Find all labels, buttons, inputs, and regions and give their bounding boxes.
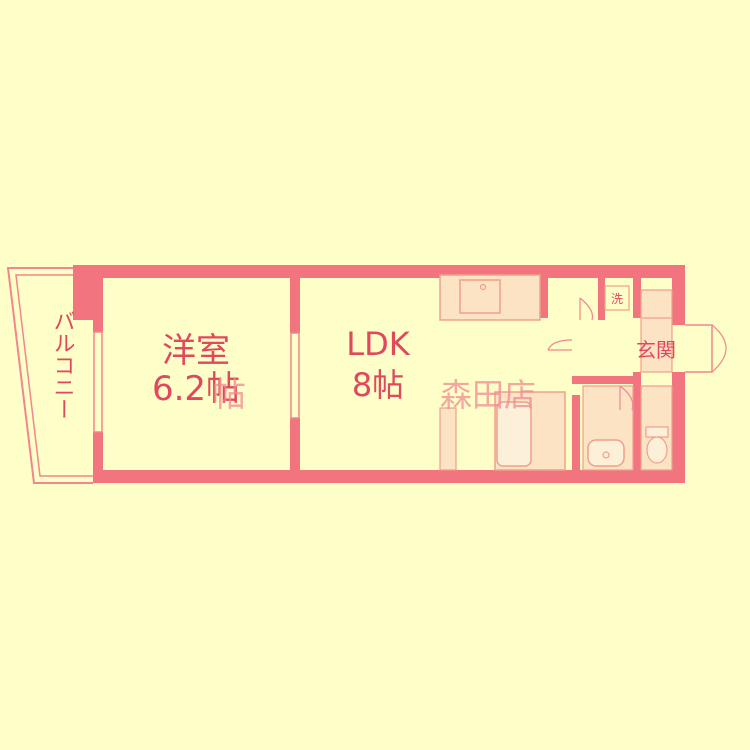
windows bbox=[93, 331, 300, 433]
entrance-label: 玄関 bbox=[636, 338, 676, 362]
bathroom bbox=[494, 391, 566, 471]
laundry-label: 洗 bbox=[611, 292, 623, 306]
toilet bbox=[640, 385, 673, 471]
doors bbox=[547, 297, 634, 411]
entrance-area bbox=[640, 289, 727, 373]
western-room-name: 洋室 bbox=[162, 331, 230, 371]
washbasin bbox=[582, 385, 634, 471]
laundry-space bbox=[604, 285, 630, 311]
ldk-room-size: 8帖 bbox=[352, 366, 404, 404]
western-room-size: 6.2帖 bbox=[152, 369, 240, 409]
balcony bbox=[6, 267, 93, 484]
watermark-right: 森田店 bbox=[440, 376, 536, 414]
ldk-room-name: LDK bbox=[346, 325, 410, 363]
watermark-left: 帖 bbox=[212, 375, 246, 415]
outer-walls bbox=[73, 265, 685, 483]
kitchen-counter bbox=[439, 274, 541, 471]
balcony-label: バルコニー bbox=[50, 310, 75, 420]
